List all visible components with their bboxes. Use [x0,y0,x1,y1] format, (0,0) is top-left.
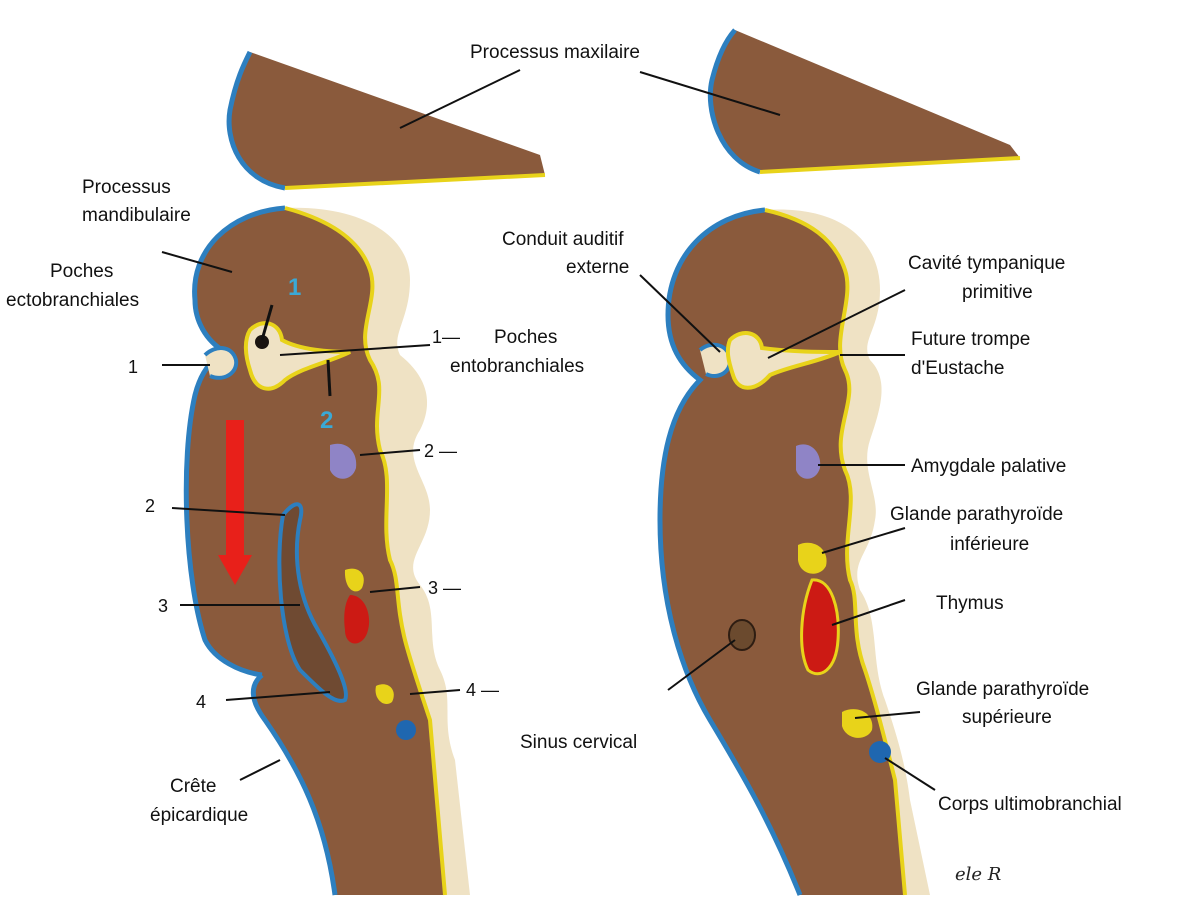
label-ecto-3: 3 [158,596,168,616]
label-poches-ento-2: entobranchiales [450,356,584,377]
label-poches-ento-1: Poches [494,327,557,348]
label-ento-4: 4 — [466,680,499,700]
right-sinus-cervical [729,620,755,650]
label-para-inf-1: Glande parathyroïde [890,504,1063,525]
blue-number-1: 1 [288,274,301,301]
label-ento-2: 2 — [424,441,457,461]
label-conduit-2: externe [566,257,629,278]
label-cavite-1: Cavité tympanique [908,253,1065,274]
label-sinus-cervical: Sinus cervical [520,732,637,753]
label-cavite-2: primitive [962,282,1033,303]
label-thymus: Thymus [936,593,1004,614]
label-processus-mandibulaire-1: Processus [82,177,171,198]
labels: Processus maxilaire Processus mandibulai… [6,42,1122,885]
label-ecto-4: 4 [196,692,206,712]
label-corps-ultimobranchial: Corps ultimobranchial [938,794,1122,815]
label-conduit-1: Conduit auditif [502,229,624,250]
signature: ele R [955,864,1001,885]
left-maxillary-process [229,52,545,188]
label-ecto-1: 1 [128,357,138,377]
label-poches-ecto-1: Poches [50,261,113,282]
right-maxillary-process [710,30,1020,172]
label-trompe-1: Future trompe [911,329,1030,350]
label-amygdale: Amygdale palative [911,456,1066,477]
label-processus-mandibulaire-2: mandibulaire [82,205,191,226]
left-ultimobranchial [396,720,416,740]
label-para-sup-2: supérieure [962,707,1052,728]
label-crete-2: épicardique [150,805,248,826]
label-ento-1: 1— [432,327,460,347]
label-para-sup-1: Glande parathyroïde [916,679,1089,700]
label-trompe-2: d'Eustache [911,358,1004,379]
left-maxillary-tissue [229,52,545,188]
label-ecto-2: 2 [145,496,155,516]
right-maxillary-tissue [710,30,1020,172]
left-embryo [186,52,545,895]
blue-number-2: 2 [320,407,333,434]
label-ento-3: 3 — [428,578,461,598]
label-crete-1: Crête [170,776,216,797]
label-poches-ecto-2: ectobranchiales [6,290,139,311]
left-ecto-groove-1 [205,348,236,378]
label-processus-maxilaire: Processus maxilaire [470,42,640,63]
right-thymus [802,580,839,674]
label-para-inf-2: inférieure [950,534,1029,555]
